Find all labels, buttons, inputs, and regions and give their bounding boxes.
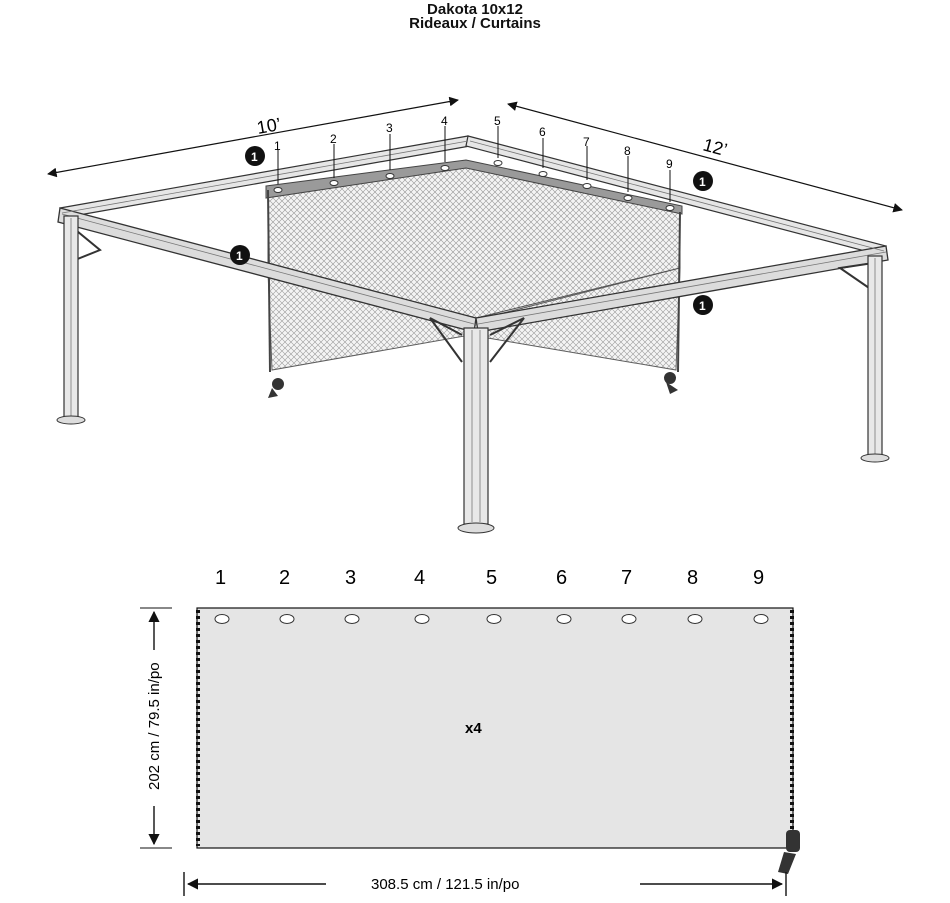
step-marker: 1 <box>693 295 713 315</box>
gazebo-grommet-label: 2 <box>330 132 337 146</box>
panel-grommet-label: 6 <box>556 567 567 589</box>
panel-quantity: x4 <box>465 720 482 737</box>
curtain-tie-right <box>664 372 678 394</box>
panel-width-label: 308.5 cm / 121.5 in/po <box>371 876 519 893</box>
gazebo-grommet-label: 6 <box>539 125 546 139</box>
panel-height-label: 202 cm / 79.5 in/po <box>146 662 163 790</box>
step-marker: 1 <box>693 171 713 191</box>
panel-grommet-label: 4 <box>414 567 425 589</box>
dimension-label-12ft: 12’ <box>701 135 729 161</box>
panel-grommet-label: 5 <box>486 567 497 589</box>
panel-grommet-label: 7 <box>621 567 632 589</box>
gazebo-grommet-label: 1 <box>274 139 281 153</box>
step-marker: 1 <box>230 245 250 265</box>
gazebo-illustration: 1 2 3 4 5 6 7 8 9 10’ 12’ 1 1 1 1 <box>47 96 903 534</box>
svg-text:1: 1 <box>251 150 258 164</box>
panel-grommet-label: 8 <box>687 567 698 589</box>
panel-grommet-label: 2 <box>279 567 290 589</box>
post-front <box>463 327 489 525</box>
svg-text:1: 1 <box>699 175 706 189</box>
gazebo-grommet-label: 8 <box>624 144 631 158</box>
gazebo-grommet-label: 7 <box>583 135 590 149</box>
zipper-pull-icon <box>778 830 800 874</box>
svg-text:1: 1 <box>699 299 706 313</box>
dimension-label-10ft: 10’ <box>255 114 282 138</box>
gazebo-grommet-label: 9 <box>666 157 673 171</box>
dimension-line-10ft <box>47 96 459 178</box>
panel-grommet-label: 1 <box>215 567 226 589</box>
curtain-panel-diagram: 1 2 3 4 5 6 7 8 9 x4 <box>140 567 800 896</box>
curtain-tie-left <box>268 378 284 398</box>
gazebo-grommet-label: 4 <box>441 114 448 128</box>
gazebo-grommet-label: 3 <box>386 121 393 135</box>
step-marker: 1 <box>245 146 265 166</box>
panel-grommet-label: 3 <box>345 567 356 589</box>
svg-text:1: 1 <box>236 249 243 263</box>
dimension-line-12ft <box>507 101 903 213</box>
panel-grommet-label: 9 <box>753 567 764 589</box>
gazebo-grommet-label: 5 <box>494 114 501 128</box>
diagram-title: Dakota 10x12 <box>427 1 523 18</box>
front-right-beam <box>475 245 889 333</box>
panel-grommets <box>214 614 769 624</box>
diagram-subtitle: Rideaux / Curtains <box>409 15 541 32</box>
curtain-panel <box>196 607 794 849</box>
